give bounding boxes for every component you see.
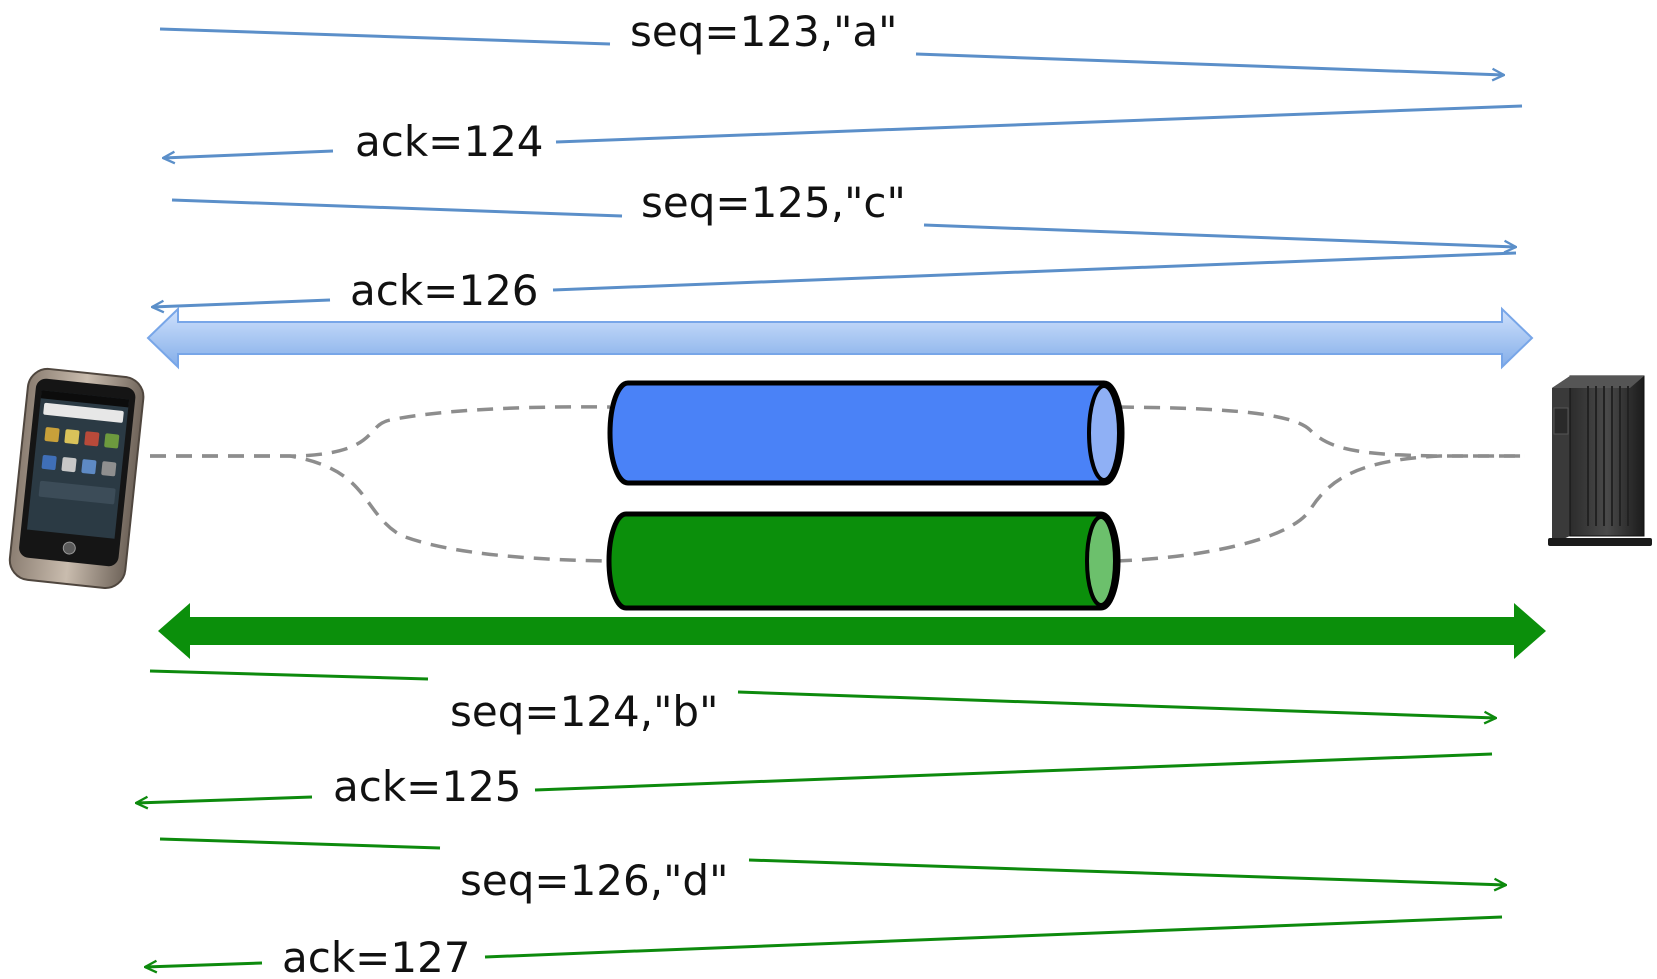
blue-message-1-line [159,27,611,46]
green-message-3-line-tail [748,858,1506,885]
server-front-panel [1569,375,1645,537]
dashed-path-bottom-left [150,454,609,563]
blue-pipe-cap [1087,384,1121,482]
green-pipe [606,511,1121,611]
blue-message-2: ack=124 [163,104,1523,166]
green-message-1-line [149,669,429,681]
green-pipe-body [606,511,1121,611]
smartphone-status-bar [40,390,130,408]
green-pipe-cap [1085,515,1117,607]
green-message-1: seq=124,"b" [149,669,1496,736]
blue-message-1-label: seq=123,"a" [630,7,897,56]
green-message-1-line-tail [737,690,1496,718]
blue-message-3-line [171,198,623,218]
green-message-1-label: seq=124,"b" [450,687,718,736]
blue-connection-band [146,306,1534,370]
dashed-path-bottom-right [1115,454,1525,563]
smartphone-app-grid [38,427,120,505]
blue-message-3-label: seq=125,"c" [641,178,906,227]
blue-message-4-label: ack=126 [350,266,539,315]
blue-message-2-line-tail [163,149,334,158]
blue-message-2-line [555,104,1523,144]
smartphone-icon [8,367,145,589]
smartphone-search-bar [43,402,124,423]
server-top [1552,376,1644,388]
blue-pipe [607,380,1125,486]
blue-message-1: seq=123,"a" [159,7,1504,75]
smartphone-trackball [62,541,76,555]
blue-message-4-line-tail [152,298,331,307]
blue-pipe-body [607,380,1125,486]
green-message-4-label: ack=127 [282,933,471,979]
server-vent-lines [1587,386,1629,526]
server-foot [1548,538,1652,546]
blue-message-4-line [552,251,1517,292]
blue-message-4: ack=126 [152,251,1517,315]
green-message-3-label: seq=126,"d" [460,856,728,905]
dashed-paths [150,405,1525,563]
green-message-3-line [159,837,441,850]
blue-message-3-line-tail [923,223,1516,247]
server-side-panel [1552,376,1570,544]
green-message-2: ack=125 [136,752,1493,811]
dashed-path-top-left [150,405,611,458]
blue-message-1-line-tail [915,52,1504,75]
green-message-3: seq=126,"d" [159,837,1506,905]
blue-message-2-label: ack=124 [355,117,544,166]
tower-server-icon [1548,375,1652,546]
green-message-2-line [534,752,1493,792]
server-drive-bay [1553,407,1569,435]
blue-message-3: seq=125,"c" [171,178,1516,247]
green-message-4: ack=127 [145,915,1503,979]
green-connection-band [158,603,1546,659]
green-message-4-line [484,915,1503,959]
green-message-2-label: ack=125 [333,762,522,811]
green-message-4-line-tail [145,963,263,967]
dashed-path-top-right [1117,405,1525,458]
green-message-2-line-tail [136,795,313,803]
